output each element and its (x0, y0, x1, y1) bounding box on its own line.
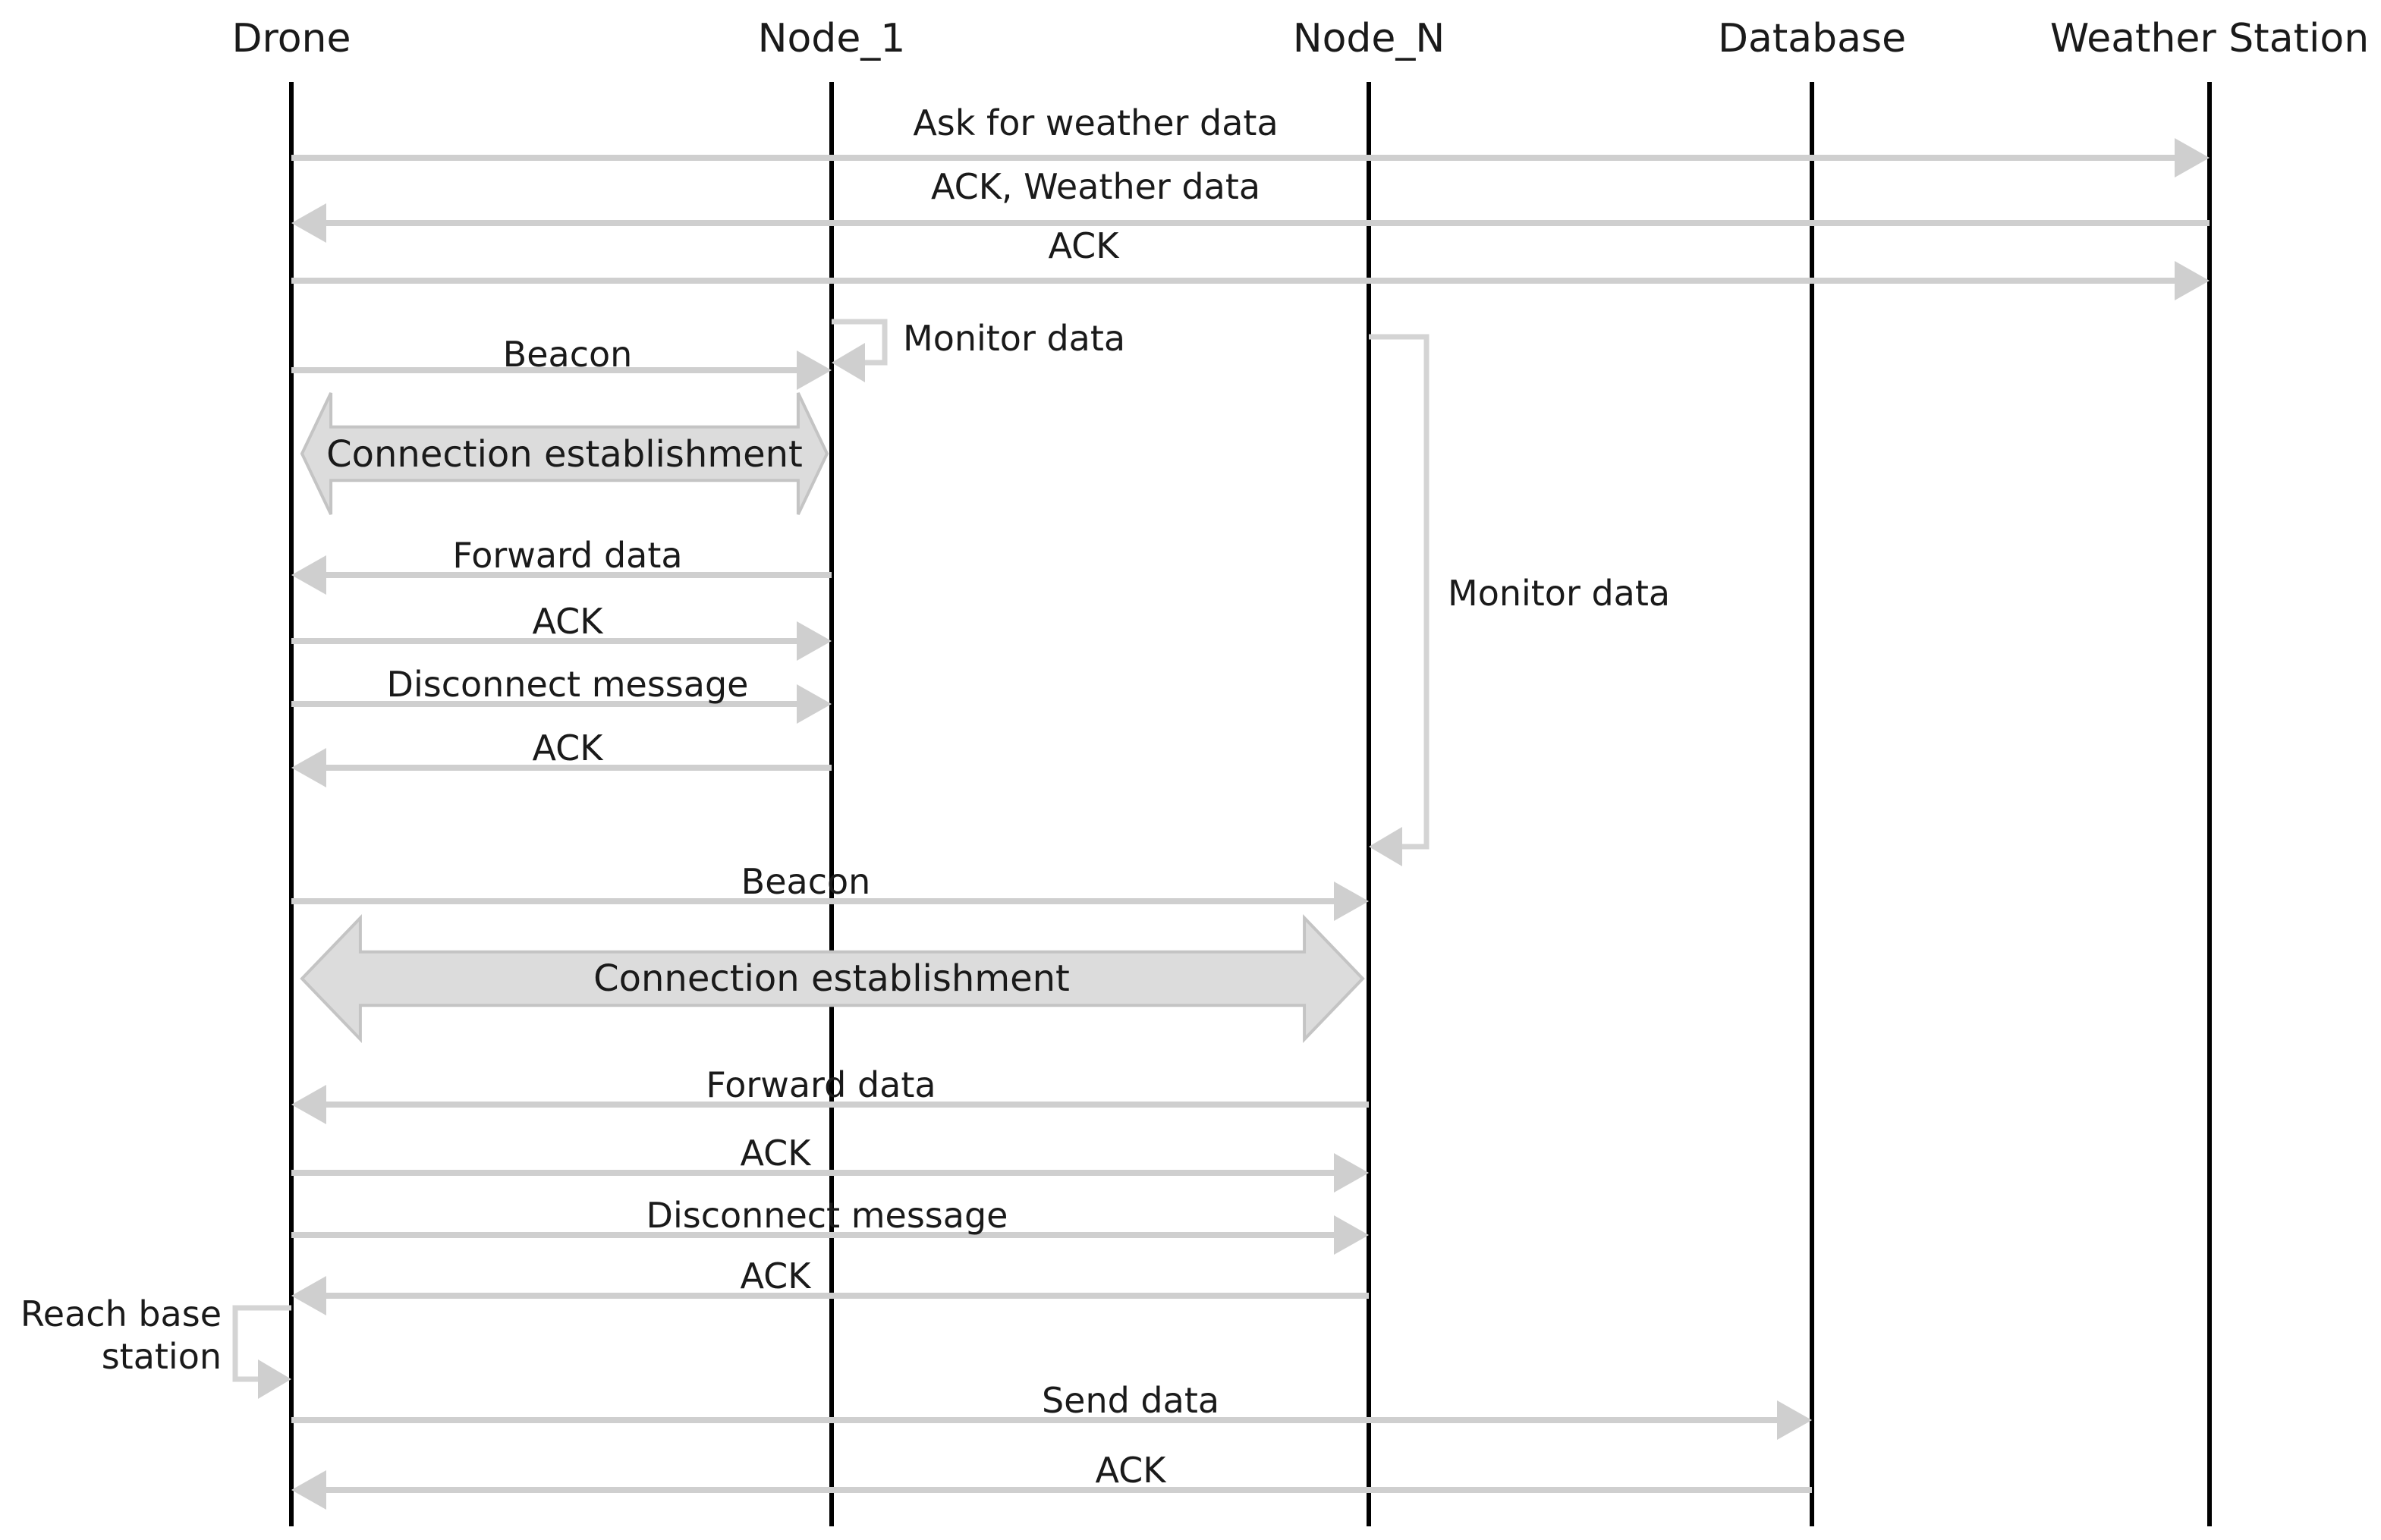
message-m5: Forward data (291, 535, 832, 595)
message-m15: ACK (291, 1450, 1812, 1510)
message-m10: Forward data (291, 1064, 1369, 1124)
block-arrow-label-ba2: Connection establishment (593, 957, 1070, 1000)
message-m7: Disconnect message (291, 664, 832, 724)
message-arrowhead-m9 (1334, 882, 1369, 921)
message-arrowhead-m6 (797, 621, 832, 661)
participant-header-database: Database (1718, 16, 1906, 61)
participant-header-node_n: Node_N (1293, 16, 1445, 61)
participant-header-drone: Drone (231, 16, 351, 61)
message-m4: Beacon (291, 334, 832, 390)
self-loop-sl2: Monitor data (1369, 334, 1670, 866)
message-m3: ACK (291, 225, 2210, 300)
message-label-m10: Forward data (706, 1064, 936, 1105)
participant-headers-layer: Drone Node_1 Node_N Database Weather Station (231, 16, 2369, 61)
block-arrow-ba2: Connection establishment (300, 914, 1365, 1043)
message-arrowhead-m1 (2175, 138, 2210, 178)
message-arrowhead-m11 (1334, 1153, 1369, 1193)
message-m14: Send data (291, 1380, 1812, 1440)
self-loop-label-sl3-line0: Reach base (20, 1293, 222, 1334)
message-arrowhead-m7 (797, 684, 832, 724)
block-arrow-label-ba1: Connection establishment (326, 433, 803, 476)
self-loop-arrowhead-sl2 (1369, 827, 1402, 866)
self-loop-label-sl2: Monitor data (1448, 573, 1670, 614)
message-m12: Disconnect message (291, 1195, 1369, 1255)
self-loop-label-sl1: Monitor data (903, 318, 1125, 359)
message-m13: ACK (291, 1256, 1369, 1315)
self-loop-label-sl3-line1: station (102, 1336, 222, 1377)
self-loop-sl1: Monitor data (832, 318, 1125, 382)
message-m2: ACK, Weather data (291, 166, 2210, 243)
message-label-m1: Ask for weather data (913, 102, 1278, 143)
message-label-m9: Beacon (741, 861, 871, 902)
participant-header-weather_station: Weather Station (2050, 16, 2369, 61)
message-m11: ACK (291, 1133, 1369, 1193)
message-arrowhead-m3 (2175, 261, 2210, 300)
message-label-m13: ACK (741, 1256, 813, 1296)
message-label-m7: Disconnect message (387, 664, 749, 705)
self-loop-path-sl2 (1369, 334, 1430, 850)
message-label-m2: ACK, Weather data (931, 166, 1260, 207)
message-arrowhead-m2 (291, 203, 326, 243)
message-m1: Ask for weather data (291, 102, 2210, 178)
message-m6: ACK (291, 601, 832, 661)
message-m8: ACK (291, 728, 832, 787)
self-loop-path-sl3 (232, 1305, 291, 1382)
message-arrowhead-m15 (291, 1470, 326, 1510)
message-label-m6: ACK (533, 601, 605, 642)
message-label-m15: ACK (1096, 1450, 1168, 1491)
message-arrowhead-m8 (291, 748, 326, 787)
block-arrow-shape-ba2 (300, 914, 1365, 1043)
block-arrow-shape-ba1 (300, 392, 829, 515)
message-label-m3: ACK (1049, 225, 1121, 266)
message-arrowhead-m10 (291, 1085, 326, 1124)
message-arrowhead-m14 (1777, 1400, 1812, 1440)
message-arrowhead-m5 (291, 555, 326, 595)
message-label-m4: Beacon (503, 334, 633, 375)
message-label-m5: Forward data (452, 535, 682, 576)
message-label-m12: Disconnect message (646, 1195, 1008, 1236)
message-arrowhead-m12 (1334, 1215, 1369, 1255)
self-loop-arrowhead-sl3 (258, 1359, 291, 1399)
block-arrow-ba1: Connection establishment (300, 392, 829, 515)
message-m9: Beacon (291, 861, 1369, 921)
self-loop-path-sl1 (832, 319, 888, 366)
participant-header-node_1: Node_1 (758, 16, 906, 61)
self-loop-arrowhead-sl1 (832, 343, 865, 382)
message-arrowhead-m4 (797, 350, 832, 390)
message-label-m11: ACK (741, 1133, 813, 1174)
message-label-m8: ACK (533, 728, 605, 768)
message-arrowhead-m13 (291, 1276, 326, 1315)
message-label-m14: Send data (1042, 1380, 1219, 1421)
